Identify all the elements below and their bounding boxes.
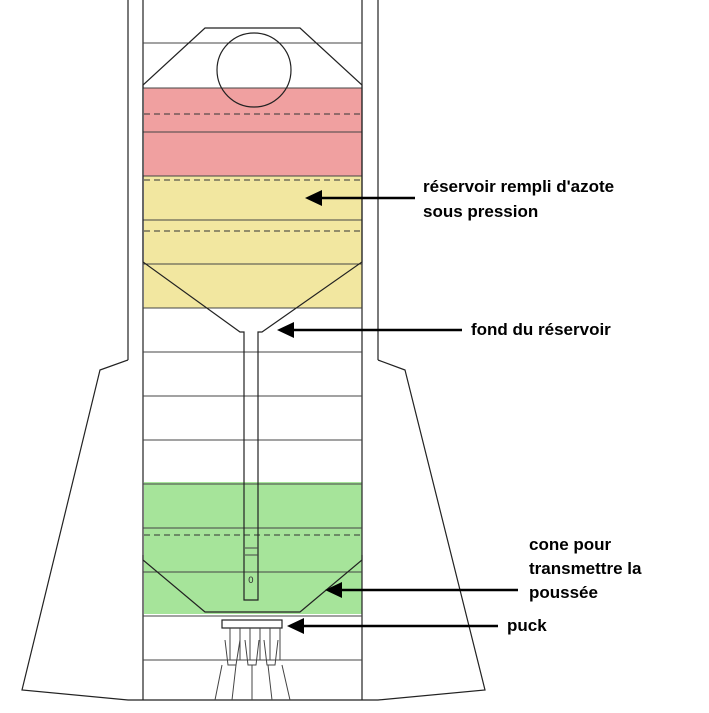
label-puck: puck (507, 616, 547, 635)
label-cone-line-1: cone pour (529, 535, 612, 554)
arrow-tank-bottom (277, 322, 462, 338)
label-tank-line-2: sous pression (423, 202, 538, 221)
right-fin (362, 360, 485, 700)
left-fin (22, 360, 143, 700)
arrow-puck (287, 618, 498, 634)
band-yellow (144, 176, 362, 308)
label-cone-line-3: poussée (529, 583, 598, 602)
svg-text:0: 0 (248, 576, 254, 586)
label-cone-line-2: transmettre la (529, 559, 642, 578)
label-tank-line-1: réservoir rempli d'azote (423, 177, 614, 196)
label-tank-bottom: fond du réservoir (471, 320, 611, 339)
